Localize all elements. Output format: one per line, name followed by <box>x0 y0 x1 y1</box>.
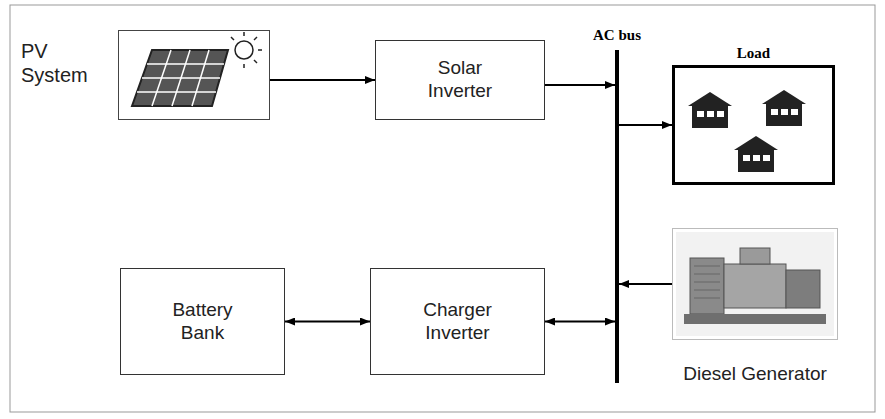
process-box: Battery Bank <box>120 268 285 375</box>
node-heading: Diesel Generator <box>683 363 827 385</box>
connector-arrow <box>619 283 672 285</box>
connector-arrow <box>545 321 615 323</box>
solar-panel-icon <box>132 32 262 106</box>
connector-arrow <box>285 321 370 323</box>
box-label: Solar Inverter <box>416 57 504 103</box>
bus-bar: AC bus <box>615 50 619 383</box>
connector-arrow <box>270 79 375 81</box>
node-heading: PV System <box>21 39 101 87</box>
pv-panel-box: PV System <box>118 30 270 120</box>
generator-icon <box>676 232 834 336</box>
connector-arrow <box>619 124 672 126</box>
node-heading: Load <box>737 45 770 62</box>
load-box: Load <box>672 65 835 185</box>
box-label: Charger Inverter <box>414 299 502 345</box>
connector-arrow <box>545 84 615 86</box>
outer-frame <box>10 5 875 412</box>
node-heading: AC bus <box>593 27 641 44</box>
process-box: Charger Inverter <box>370 268 545 375</box>
houses-icon <box>688 90 806 172</box>
generator-box: Diesel Generator <box>672 228 838 340</box>
process-box: Solar Inverter <box>375 40 545 120</box>
box-label: Battery Bank <box>159 299 247 345</box>
